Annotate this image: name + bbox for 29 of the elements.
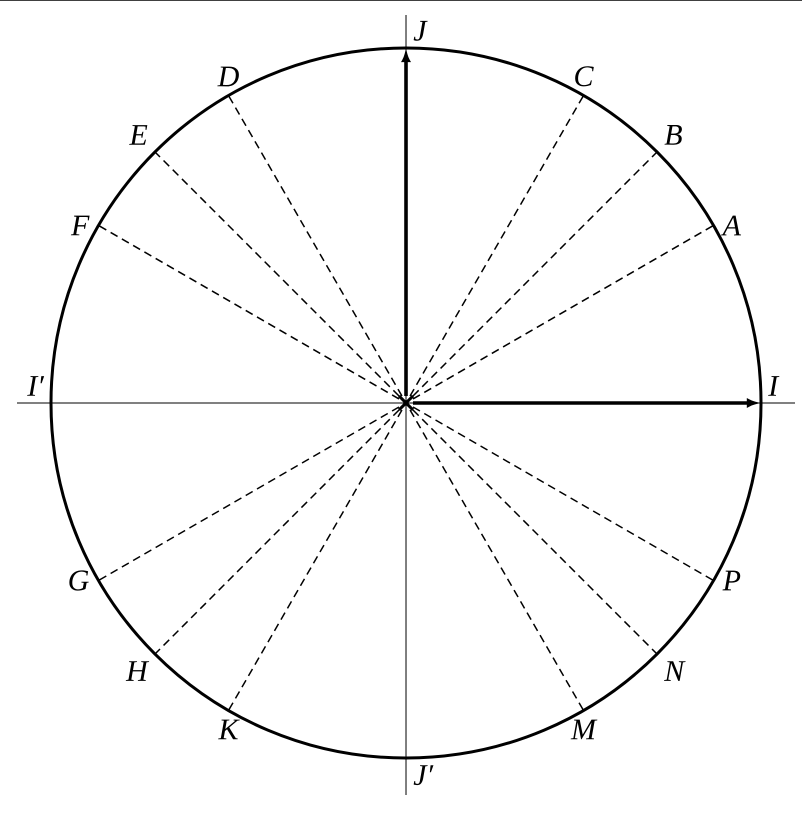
dashed-radius — [409, 95, 584, 396]
center-mark — [398, 394, 414, 412]
dashed-radius — [228, 95, 403, 396]
point-label: B — [664, 125, 682, 145]
point-label: A — [721, 216, 742, 236]
point-label: I′ — [27, 376, 44, 396]
point-label: K — [218, 720, 240, 740]
dashed-radius — [412, 409, 658, 654]
point-label: E — [129, 125, 148, 145]
dashed-radius — [98, 224, 400, 400]
dashed-radius — [98, 406, 400, 582]
point-label: C — [575, 66, 594, 86]
point-label: M — [570, 720, 598, 740]
point-label: I — [768, 376, 780, 396]
dashed-radius — [412, 152, 658, 397]
point-label: P — [722, 570, 740, 590]
point-label: G — [69, 570, 89, 591]
dashed-radius — [154, 409, 400, 654]
point-label: F — [70, 216, 90, 236]
point-label: D — [217, 66, 239, 86]
dashed-radius — [228, 410, 403, 711]
point-label: J — [414, 20, 428, 41]
point-label: J′ — [414, 765, 434, 786]
dashed-radius — [154, 152, 400, 397]
dashed-radius — [412, 406, 714, 582]
dashed-radius — [409, 410, 584, 711]
point-label: H — [126, 661, 150, 681]
dashed-radius — [412, 224, 714, 400]
point-label: N — [664, 661, 686, 681]
